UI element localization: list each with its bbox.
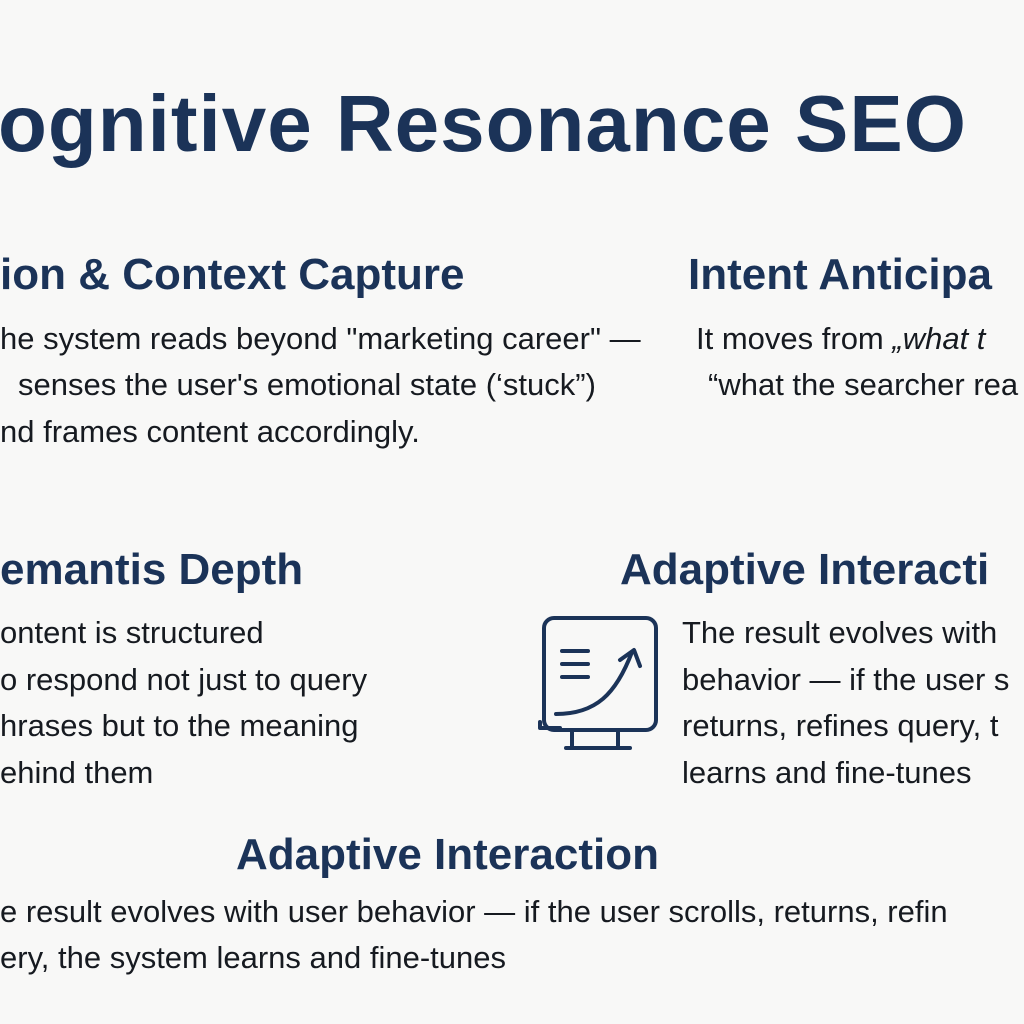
- page-title: ognitive Resonance SEO: [0, 79, 967, 168]
- emotion-line-3: nd frames content accordingly.: [0, 414, 420, 449]
- emotion-line-1: he system reads beyond "marketing career…: [0, 321, 641, 356]
- adaptive-right-line-1: The result evolves with: [682, 615, 998, 650]
- adaptive-right-line-3: returns, refines query, t: [682, 708, 999, 743]
- semantic-line-4: ehind them: [0, 755, 154, 790]
- emotion-line-2: senses the user's emotional state (‘stuc…: [18, 367, 596, 402]
- intent-heading: Intent Anticipa: [688, 250, 992, 299]
- adaptive-right-line-4: learns and fine-tunes: [682, 755, 972, 790]
- intent-line-1: It moves from „what t: [696, 316, 985, 363]
- intent-line-1-italic: „what t: [892, 321, 986, 356]
- adaptive-bottom-line-1: e result evolves with user behavior — if…: [0, 894, 948, 929]
- intent-line-2: “what the searcher rea: [708, 367, 1019, 402]
- monitor-growth-icon: [538, 616, 658, 750]
- adaptive-right-heading: Adaptive Interacti: [620, 545, 990, 594]
- semantic-line-1: ontent is structured: [0, 615, 264, 650]
- adaptive-bottom-line-2: ery, the system learns and fine-tunes: [0, 940, 507, 975]
- intent-line-1-text: It moves from: [696, 321, 893, 356]
- emotion-heading: ion & Context Capture: [0, 250, 465, 299]
- semantic-heading: emantis Depth: [0, 545, 304, 594]
- semantic-line-2: o respond not just to query: [0, 662, 368, 697]
- adaptive-bottom-heading: Adaptive Interaction: [236, 830, 659, 879]
- adaptive-right-line-2: behavior — if the user s: [682, 662, 1010, 697]
- semantic-line-3: hrases but to the meaning: [0, 708, 359, 743]
